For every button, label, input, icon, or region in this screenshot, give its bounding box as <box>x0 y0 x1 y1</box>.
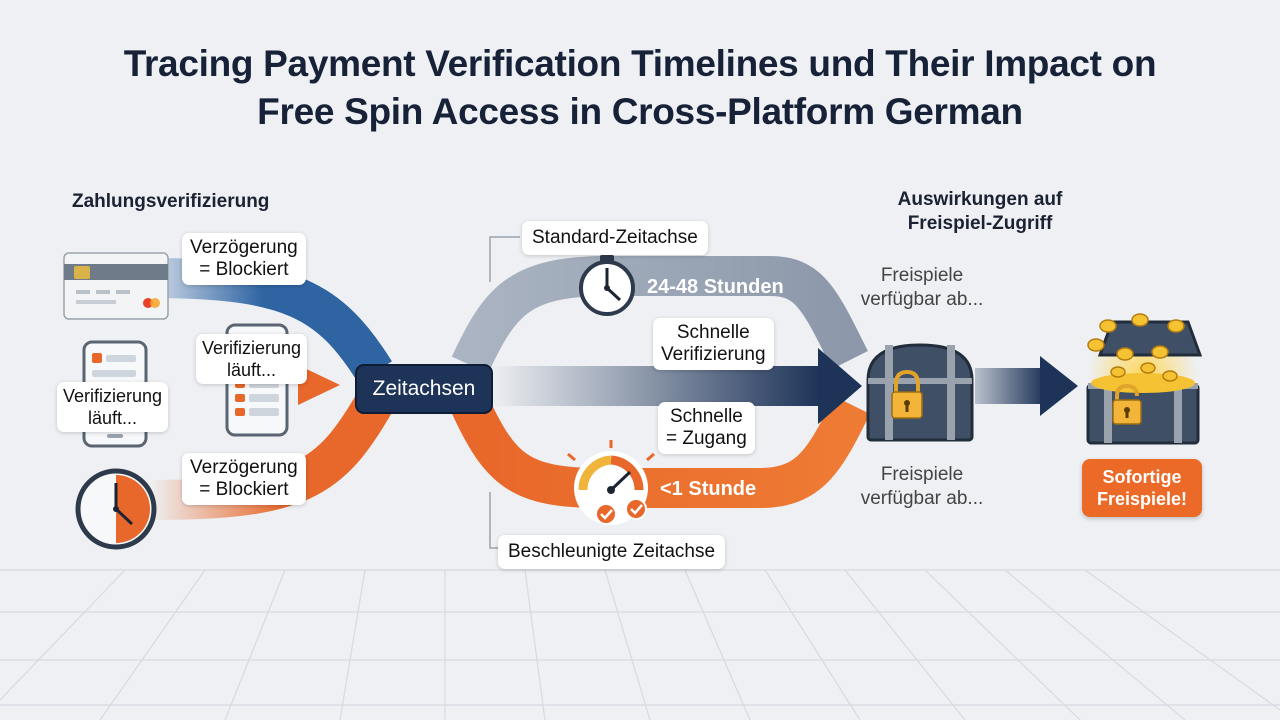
stopwatch-icon <box>579 255 635 316</box>
arrow-right-icon <box>1040 356 1078 416</box>
treasure-chest-icon <box>1086 320 1203 445</box>
credit-card-icon <box>63 252 169 320</box>
accelerated-bracket <box>489 492 500 549</box>
gold-coin-icon <box>1087 313 1185 382</box>
phone-verifying-label-2: Verifizierung läuft... <box>196 334 308 384</box>
instant-free-spins-badge: Sofortige Freispiele! <box>1082 459 1202 517</box>
free-spins-available-top: Freispiele verfügbar ab... <box>860 265 984 310</box>
accelerated-timeline-label: Beschleunigte Zeitachse <box>498 535 726 569</box>
clock-delay-label: Verzögerung = Blockiert <box>182 453 306 505</box>
title-line-1: Tracing Payment Verification Timelines u… <box>123 43 1157 84</box>
card-delay-label: Verzögerung = Blockiert <box>182 233 306 285</box>
payment-verification-heading: Zahlungsverifizierung <box>72 191 270 212</box>
fast-verification-band <box>490 366 820 406</box>
arrow-right-icon <box>298 365 340 405</box>
result-arrow-band <box>975 368 1045 404</box>
standard-time-label: 24-48 Stunden <box>647 276 784 298</box>
free-spin-impact-heading: Auswirkungen auf Freispiel-Zugriff <box>897 189 1063 234</box>
title-line-2: Free Spin Access in Cross-Platform Germa… <box>257 91 1023 132</box>
accelerated-time-label: <1 Stunde <box>660 478 757 500</box>
fast-access-label: Schnelle = Zugang <box>658 402 755 454</box>
checkmark-icon <box>595 503 617 525</box>
phone-verifying-label-1: Verifizierung läuft... <box>57 382 169 432</box>
arrow-right-icon <box>818 348 862 424</box>
padlock-icon <box>891 369 923 419</box>
floor-grid <box>0 569 1280 720</box>
checkmark-icon <box>625 498 647 520</box>
free-spins-available-bottom: Freispiele verfügbar ab... <box>860 464 984 509</box>
fast-verification-label: Schnelle Verifizierung <box>653 318 774 370</box>
timelines-hub: Zeitachsen <box>355 364 493 414</box>
page-title: Tracing Payment Verification Timelines u… <box>0 40 1280 136</box>
padlock-icon <box>1112 383 1142 425</box>
clock-icon <box>75 468 157 550</box>
standard-bracket <box>489 236 520 282</box>
standard-timeline-label: Standard-Zeitachse <box>522 221 708 255</box>
